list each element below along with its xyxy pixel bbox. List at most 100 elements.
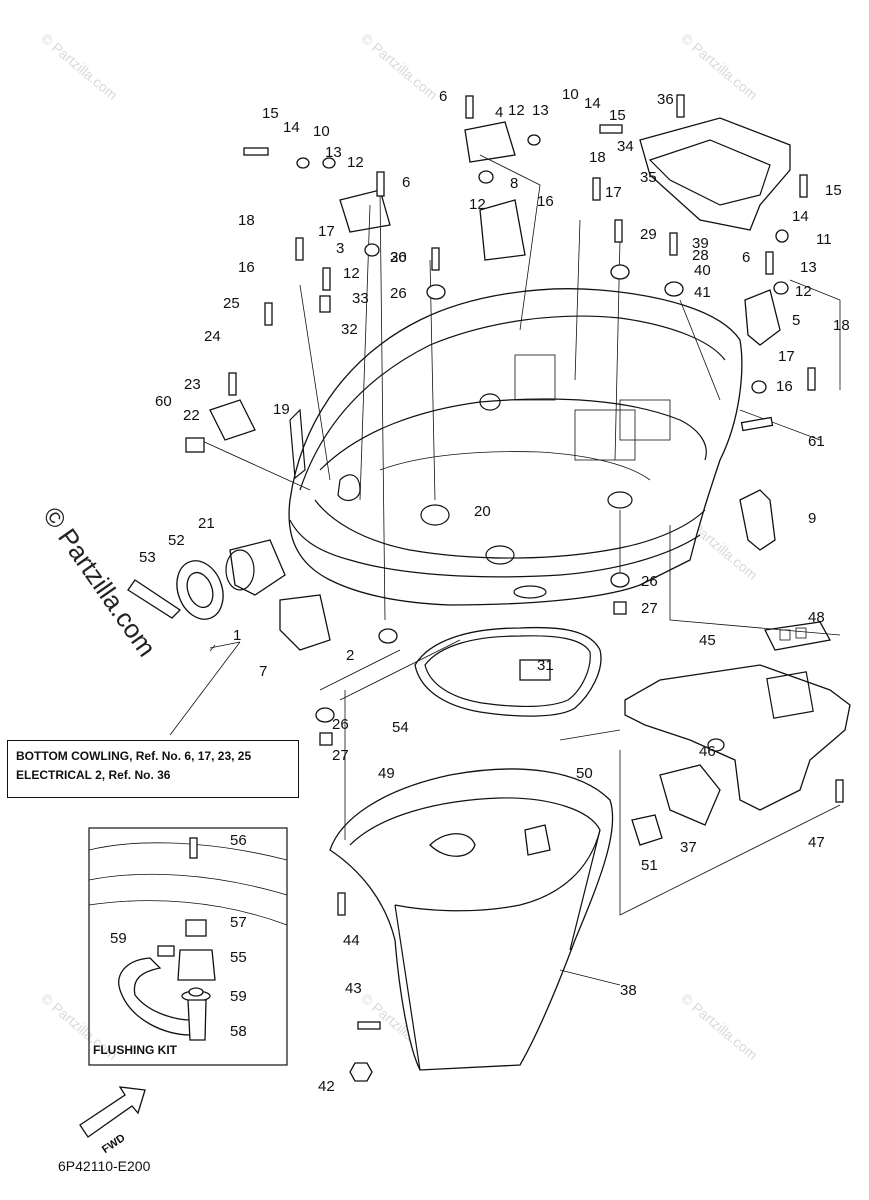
- part-number: 22: [183, 407, 200, 424]
- label-plate-60: [185, 437, 205, 453]
- part-number: 30: [390, 249, 407, 266]
- part-number: 32: [341, 321, 358, 338]
- part-number: 46: [699, 743, 716, 760]
- part-number: 39: [692, 235, 709, 252]
- part-number: 7: [259, 663, 267, 680]
- part-number: 2: [346, 647, 354, 664]
- part-number: 37: [680, 839, 697, 856]
- part-number: 59: [230, 988, 247, 1005]
- part-number: 53: [139, 549, 156, 566]
- seal-ring: [414, 626, 602, 717]
- part-number: 17: [605, 184, 622, 201]
- watermark: © Partzilla.com: [678, 990, 761, 1063]
- part-number: 27: [641, 600, 658, 617]
- part-number: 57: [230, 914, 247, 931]
- part-number: 12: [795, 283, 812, 300]
- part-number: 12: [343, 265, 360, 282]
- part-number: 21: [198, 515, 215, 532]
- bolts: [189, 94, 844, 1082]
- part-number: 16: [537, 193, 554, 210]
- part-number: 23: [184, 376, 201, 393]
- part-number: 43: [345, 980, 362, 997]
- part-number: 40: [694, 262, 711, 279]
- part-number: 6: [742, 249, 750, 266]
- part-number: 12: [347, 154, 364, 171]
- part-number: 18: [833, 317, 850, 334]
- watermark-large: © Partzilla.com: [37, 501, 162, 662]
- part-number: 15: [825, 182, 842, 199]
- part-number: 17: [318, 223, 335, 240]
- part-number: 59: [110, 930, 127, 947]
- part-number: 12: [469, 196, 486, 213]
- part-number: 18: [238, 212, 255, 229]
- part-number: 24: [204, 328, 221, 345]
- part-number: 20: [474, 503, 491, 520]
- watermark: © Partzilla.com: [358, 30, 441, 103]
- part-number: 35: [640, 169, 657, 186]
- part-number: 49: [378, 765, 395, 782]
- top-plate: [639, 117, 791, 231]
- part-number: 16: [776, 378, 793, 395]
- part-number: 45: [699, 632, 716, 649]
- part-number: 54: [392, 719, 409, 736]
- part-number: 52: [168, 532, 185, 549]
- part-number: 26: [390, 285, 407, 302]
- gasket-48: [764, 621, 832, 651]
- part-number: 29: [640, 226, 657, 243]
- part-number: 14: [283, 119, 300, 136]
- watermark: © Partzilla.com: [38, 30, 121, 103]
- part-number: 13: [532, 102, 549, 119]
- part-number: 42: [318, 1078, 335, 1095]
- part-number: 15: [609, 107, 626, 124]
- part-number: 26: [641, 573, 658, 590]
- part-number-labels: 1 2 3 4 5 6 6 6 7 8 9 10 10 11 12 12 12 …: [110, 86, 850, 1095]
- part-number: 8: [510, 175, 518, 192]
- part-number: 41: [694, 284, 711, 301]
- part-number: 1: [233, 627, 241, 644]
- part-number: 36: [657, 91, 674, 108]
- part-number: 26: [390, 249, 407, 266]
- grommets: [157, 134, 789, 997]
- part-number: 19: [273, 401, 290, 418]
- part-number: 25: [223, 295, 240, 312]
- watermark: © Partzilla.com: [678, 30, 761, 103]
- part-number: 34: [617, 138, 634, 155]
- part-number: 27: [332, 747, 349, 764]
- part-number: 15: [262, 105, 279, 122]
- reference-note-line-2: ELECTRICAL 2, Ref. No. 36: [16, 768, 171, 782]
- part-number: 4: [495, 104, 503, 121]
- electrical-cluster: [127, 539, 286, 620]
- part-number: 13: [800, 259, 817, 276]
- part-number: 48: [808, 609, 825, 626]
- leader-lines: [169, 154, 841, 986]
- reference-note: BOTTOM COWLING, Ref. No. 6, 17, 23, 25 E…: [7, 740, 299, 798]
- part-number: 12: [508, 102, 525, 119]
- part-number: 50: [576, 765, 593, 782]
- flushing-kit-label: FLUSHING KIT: [93, 1043, 177, 1057]
- part-number: 11: [816, 231, 832, 248]
- part-number: 6: [402, 174, 410, 191]
- part-number: 5: [792, 312, 800, 329]
- part-number: 44: [343, 932, 360, 949]
- part-number: 56: [230, 832, 247, 849]
- part-number: 47: [808, 834, 825, 851]
- part-number: 9: [808, 510, 816, 527]
- part-number: 14: [792, 208, 809, 225]
- part-number: 61: [808, 433, 825, 450]
- bracket-45: [624, 664, 851, 811]
- part-number: 10: [313, 123, 330, 140]
- part-number: 18: [589, 149, 606, 166]
- part-number: 60: [155, 393, 172, 410]
- part-number: 28: [692, 247, 709, 264]
- part-number: 3: [336, 240, 344, 257]
- part-number: 51: [641, 857, 658, 874]
- part-number: 17: [778, 348, 795, 365]
- diagram-code: 6P42110-E200: [58, 1158, 151, 1174]
- part-number: 38: [620, 982, 637, 999]
- part-number: 31: [537, 657, 554, 674]
- part-number: 14: [584, 95, 601, 112]
- small-parts: [209, 121, 781, 857]
- fwd-arrow-icon: [79, 1086, 146, 1138]
- part-number: 26: [332, 716, 349, 733]
- part-number: 13: [325, 144, 342, 161]
